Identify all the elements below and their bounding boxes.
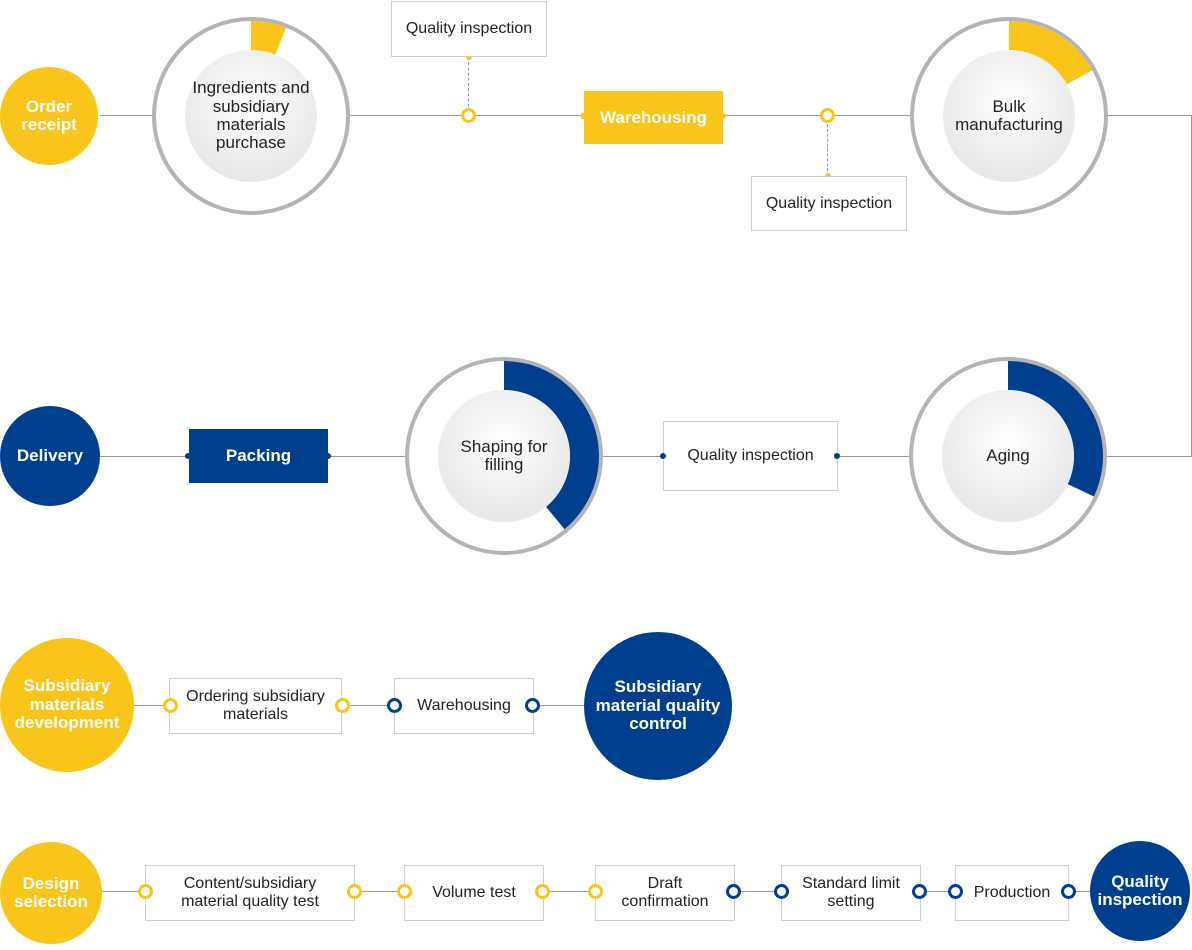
delivery-label: Delivery — [16, 445, 84, 465]
content-test-left-node — [138, 884, 153, 899]
production-right-node — [1061, 884, 1076, 899]
ingredients-purchase-ring — [152, 17, 350, 215]
packing-right-dot — [325, 453, 331, 459]
subsidiary-development-label: Subsidiary materials development — [14, 676, 120, 733]
qi-row2-right-dot — [834, 453, 840, 459]
shaping-for-filling-node: Shaping for filling — [405, 357, 603, 555]
content-quality-test-label: Content/subsidiary material quality test — [181, 875, 319, 910]
bulk-manufacturing-label: Bulk manufacturing — [955, 96, 1063, 134]
warehousing-label: Warehousing — [599, 107, 708, 127]
warehousing-box: Warehousing — [584, 91, 723, 144]
warehousing-left-dot — [580, 113, 586, 119]
qi-bottom-dashed — [827, 124, 828, 176]
aging-node: Aging — [909, 357, 1107, 555]
standard-left-node — [774, 884, 789, 899]
quality-inspection-row2-label: Quality inspection — [687, 447, 814, 465]
quality-inspection-box-row2: Quality inspection — [663, 421, 838, 491]
standard-limit-label: Standard limit setting — [802, 875, 900, 910]
content-test-right-node — [347, 884, 362, 899]
row2-connector — [100, 456, 1192, 457]
shaping-for-filling-ring — [405, 357, 603, 555]
qi-bottom-node — [820, 108, 835, 123]
packing-left-dot — [185, 453, 191, 459]
row3-connector — [130, 705, 600, 706]
ordering-right-node — [335, 698, 350, 713]
ingredients-purchase-node: Ingredients and subsidiary materials pur… — [152, 17, 350, 215]
quality-inspection-box-bottom: Quality inspection — [751, 176, 907, 231]
aging-label: Aging — [986, 445, 1030, 465]
order-receipt-label: Order receipt — [21, 96, 77, 134]
draft-left-node — [588, 884, 603, 899]
delivery-node: Delivery — [0, 406, 100, 506]
volume-test-right-node — [535, 884, 550, 899]
production-label: Production — [973, 884, 1051, 902]
draft-confirmation-label: Draft confirmation — [621, 875, 709, 910]
quality-inspection-box-top: Quality inspection — [391, 1, 547, 57]
qi-top-dashed — [468, 57, 469, 112]
order-receipt-node: Order receipt — [0, 67, 98, 165]
qi-row2-left-dot — [660, 453, 666, 459]
warehousing-right-dot — [720, 113, 726, 119]
ordering-subsidiary-label: Ordering subsidiary materials — [186, 688, 325, 723]
quality-inspection-final-label: Quality inspection — [1097, 871, 1183, 909]
volume-test-label: Volume test — [432, 884, 516, 902]
warehousing-row3-label: Warehousing — [417, 697, 511, 715]
design-selection-label: Design selection — [14, 873, 88, 911]
draft-right-node — [726, 884, 741, 899]
aging-ring — [909, 357, 1107, 555]
bulk-manufacturing-node: Bulk manufacturing — [910, 17, 1108, 215]
standard-limit-box: Standard limit setting — [781, 865, 921, 921]
design-selection-node: Design selection — [0, 842, 102, 944]
volume-test-box: Volume test — [404, 865, 544, 921]
warehousing-row3-right-node — [525, 698, 540, 713]
subsidiary-development-node: Subsidiary materials development — [0, 638, 134, 772]
ordering-left-node — [163, 698, 178, 713]
quality-inspection-top-label: Quality inspection — [405, 20, 533, 38]
volume-test-left-node — [397, 884, 412, 899]
production-left-node — [948, 884, 963, 899]
packing-label: Packing — [225, 446, 292, 465]
ordering-subsidiary-box: Ordering subsidiary materials — [169, 678, 342, 734]
subsidiary-quality-control-node: Subsidiary material quality control — [584, 632, 732, 780]
standard-right-node — [912, 884, 927, 899]
draft-confirmation-box: Draft confirmation — [595, 865, 735, 921]
warehousing-box-row3: Warehousing — [394, 678, 534, 734]
production-box: Production — [955, 865, 1069, 921]
shaping-for-filling-label: Shaping for filling — [460, 436, 548, 474]
subsidiary-quality-control-label: Subsidiary material quality control — [595, 677, 721, 734]
packing-box: Packing — [189, 429, 328, 483]
ingredients-purchase-label: Ingredients and subsidiary materials pur… — [192, 78, 310, 153]
content-quality-test-box: Content/subsidiary material quality test — [145, 865, 355, 921]
quality-inspection-bottom-label: Quality inspection — [765, 194, 893, 212]
row1-end-connector — [1097, 115, 1192, 116]
bulk-manufacturing-ring — [910, 17, 1108, 215]
qi-top-dot — [466, 54, 472, 60]
qi-top-node — [461, 108, 476, 123]
warehousing-row3-left-node — [387, 698, 402, 713]
quality-inspection-node: Quality inspection — [1090, 841, 1190, 941]
